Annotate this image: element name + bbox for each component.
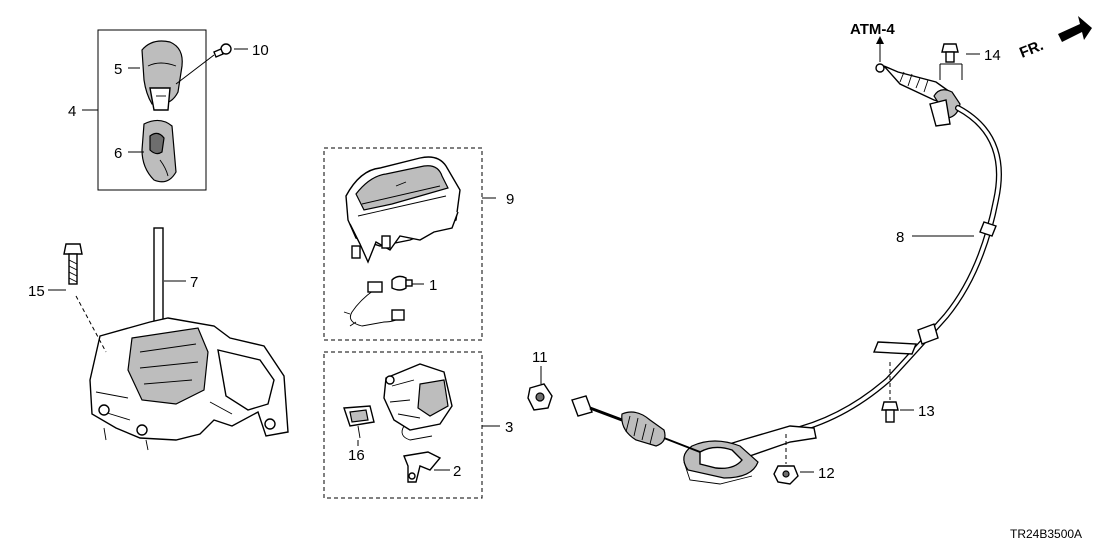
solenoid-assembly-box [323, 351, 483, 499]
callout-10: 10 [252, 42, 269, 59]
switch-16-part[interactable] [343, 405, 375, 439]
bolt-14-part[interactable] [941, 43, 959, 63]
indicator-harness-part[interactable] [343, 281, 405, 327]
panel-assembly-group [323, 147, 496, 341]
callout-11: 11 [532, 349, 548, 366]
bulb-part[interactable] [391, 275, 413, 291]
nut-12-part[interactable] [773, 465, 799, 485]
atm-ref-label: ATM-4 [850, 21, 895, 38]
solenoid-part[interactable] [383, 363, 453, 441]
shift-knob-part[interactable] [141, 40, 183, 111]
panel-assembly-box [323, 147, 483, 341]
front-direction-label: FR. [1017, 37, 1046, 62]
callout-15: 15 [28, 283, 45, 300]
callout-1: 1 [429, 277, 437, 294]
bracket-2-part[interactable] [403, 451, 442, 483]
diagram-code: TR24B3500A [1010, 527, 1082, 541]
callout-5: 5 [114, 61, 122, 78]
callout-2: 2 [453, 463, 461, 480]
knob-assembly-group [82, 29, 248, 191]
bolt-15-dash [75, 295, 107, 353]
callout-13: 13 [918, 403, 935, 420]
knob-screw-part[interactable] [213, 43, 232, 58]
screw-arrow-line [175, 54, 215, 85]
callout-9: 9 [506, 191, 514, 208]
bolt-15-part[interactable] [63, 243, 83, 285]
callout-14: 14 [984, 47, 1001, 64]
callout-16: 16 [348, 447, 365, 464]
indicator-panel-part[interactable] [345, 156, 461, 264]
knob-cover-part[interactable] [141, 119, 177, 183]
callout-3: 3 [505, 419, 513, 436]
callout-4: 4 [68, 103, 76, 120]
solenoid-assembly-group [323, 351, 500, 499]
shifter-base-part[interactable] [89, 227, 289, 451]
callout-7: 7 [190, 274, 198, 291]
callout-12: 12 [818, 465, 835, 482]
bolt-13-part[interactable] [881, 401, 899, 423]
atm-ref-arrow-icon [876, 36, 884, 44]
callout-8: 8 [896, 229, 904, 246]
callout-6: 6 [114, 145, 122, 162]
shift-cable-part[interactable] [571, 63, 1002, 485]
nut-11-part[interactable] [527, 383, 553, 411]
front-direction-arrow-icon [1058, 16, 1092, 42]
